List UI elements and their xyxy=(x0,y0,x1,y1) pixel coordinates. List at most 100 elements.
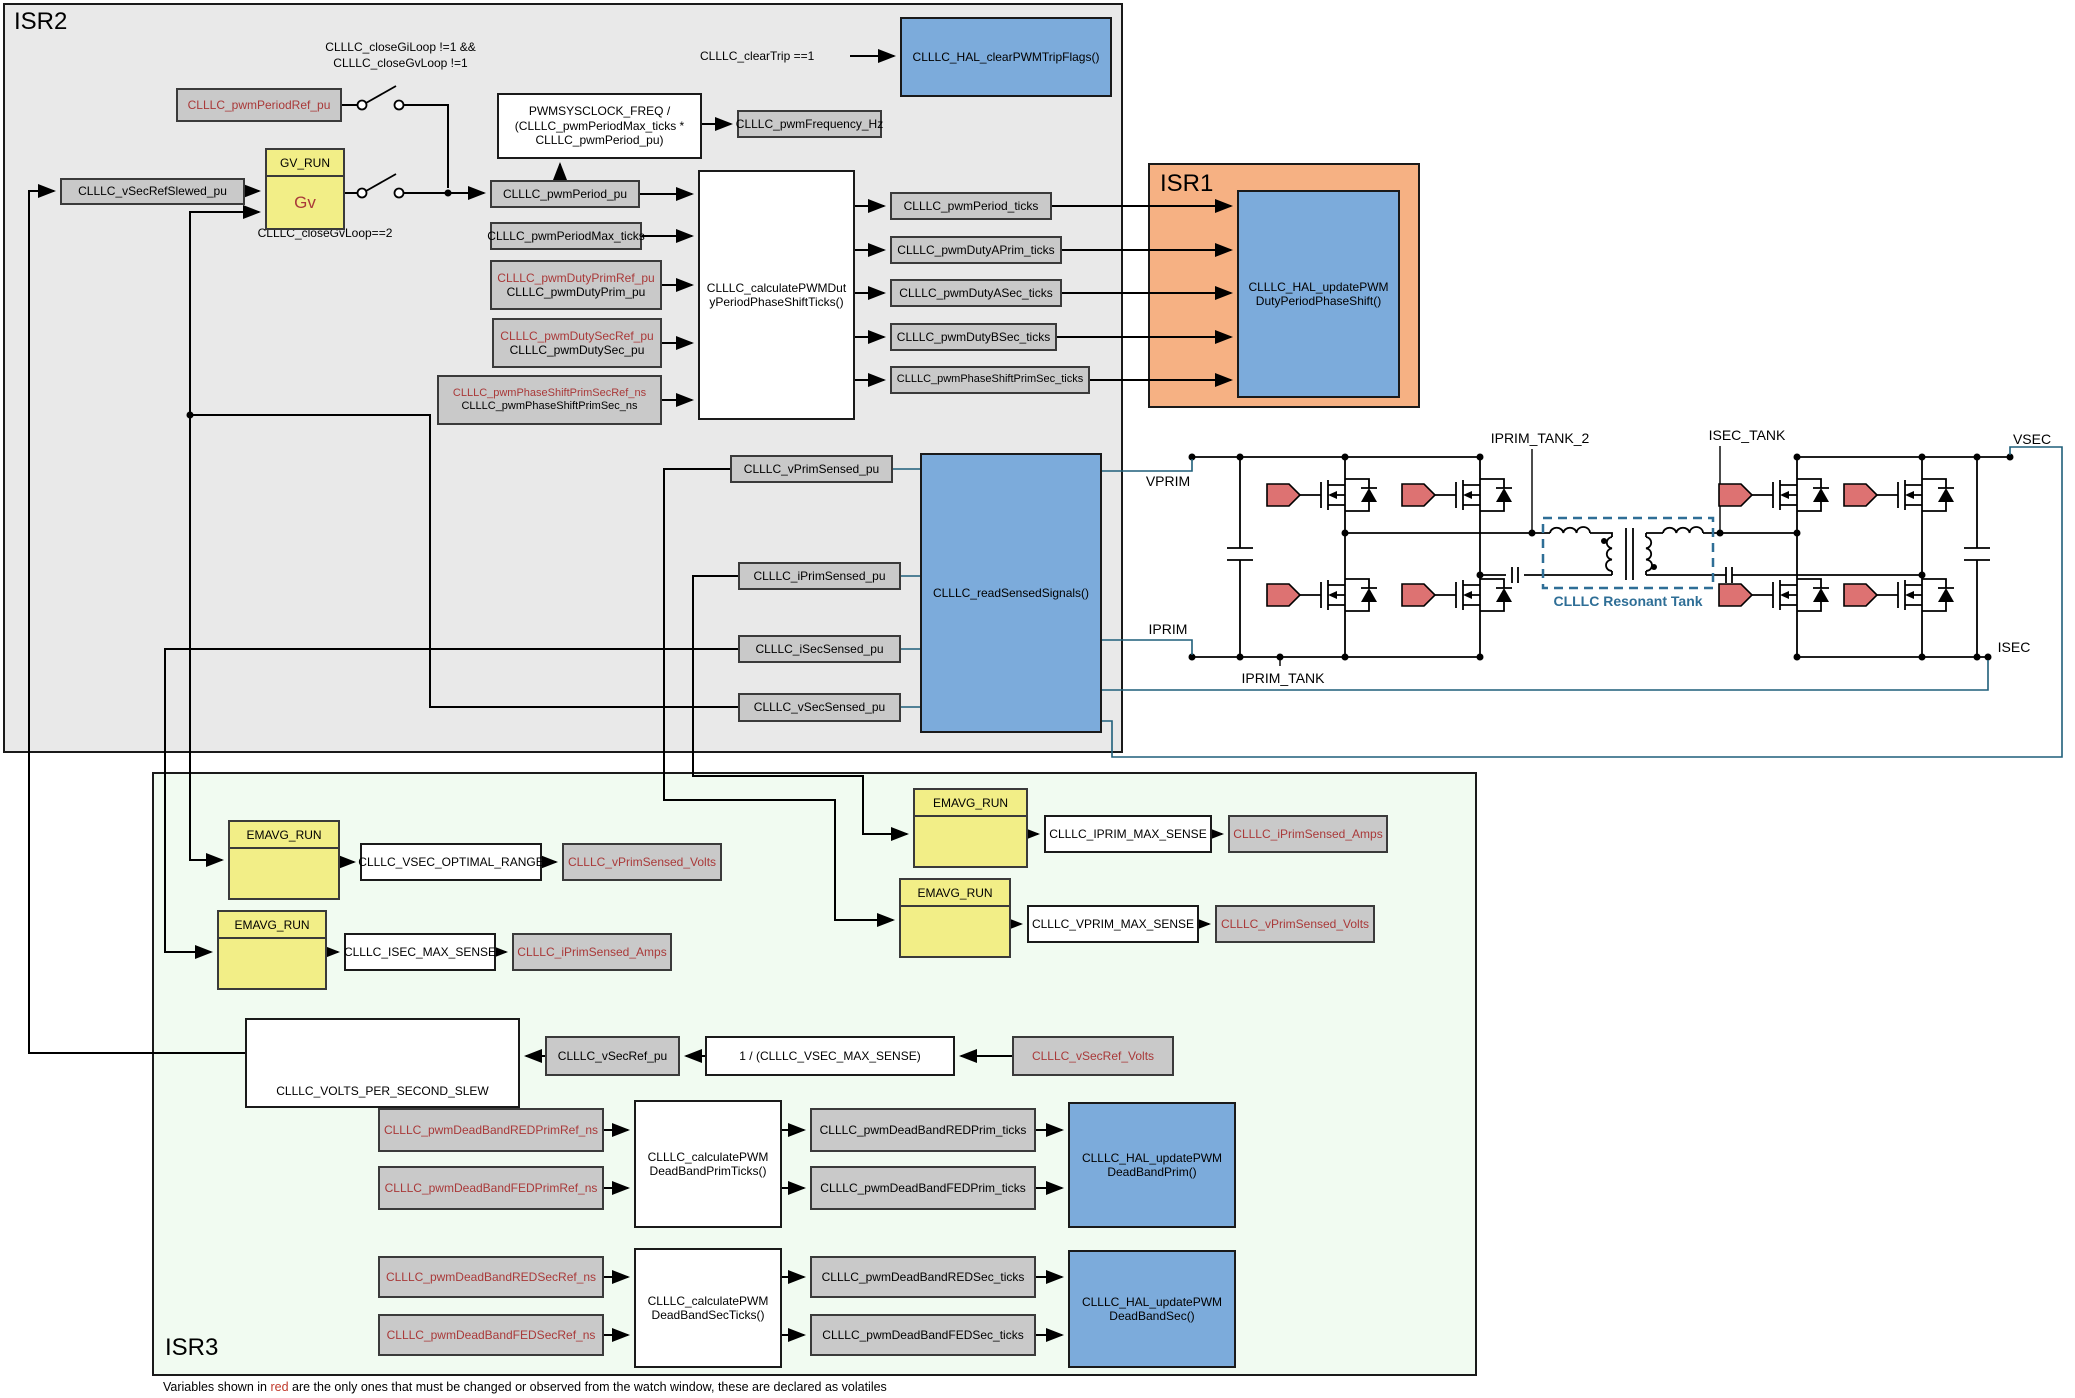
frequency-formula-box: PWMSYSCLOCK_FREQ / (CLLLC_pwmPeriodMax_t… xyxy=(497,93,702,159)
calc-pwm-ticks-fn-box: CLLLC_calculatePWMDut yPeriodPhaseShiftT… xyxy=(698,170,855,420)
footnote-post: are the only ones that must be changed o… xyxy=(288,1380,887,1394)
deadband-fed-prim-ticks-box: CLLLC_pwmDeadBandFEDPrim_ticks xyxy=(810,1166,1036,1210)
deadband-fed-sec-ticks-box: CLLLC_pwmDeadBandFEDSec_ticks xyxy=(810,1314,1036,1356)
duty-b-sec-ticks-box: CLLLC_pwmDutyBSec_ticks xyxy=(890,323,1057,351)
vprim-label: VPRIM xyxy=(1146,473,1190,489)
duty-prim-label: CLLLC_pwmDutyPrim_pu xyxy=(506,285,646,299)
switch1-condition: CLLLC_closeGiLoop !=1 && CLLLC_closeGvLo… xyxy=(288,40,513,71)
footnote-red-word: red xyxy=(270,1380,289,1394)
vsec-ref-volts-box: CLLLC_vSecRef_Volts xyxy=(1012,1036,1174,1076)
calc-deadband-prim-fn-box: CLLLC_calculatePWM DeadBandPrimTicks() xyxy=(634,1100,782,1228)
mosfet-prim-bot-left xyxy=(1266,578,1378,612)
vprim-sensed-volts-box-2: CLLLC_vPrimSensed_Volts xyxy=(1215,905,1375,943)
duty-prim-ref-label: CLLLC_pwmDutyPrimRef_pu xyxy=(497,270,655,285)
switch1-condition-line1: CLLLC_closeGiLoop !=1 && xyxy=(325,40,476,54)
gv-header: GV_RUN xyxy=(267,150,343,177)
hal-update-deadband-prim-box: CLLLC_HAL_updatePWM DeadBandPrim() xyxy=(1068,1102,1236,1228)
deadband-red-prim-ref-box: CLLLC_pwmDeadBandREDPrimRef_ns xyxy=(378,1108,604,1152)
vsec-ref-slewed-box: CLLLC_vSecRefSlewed_pu xyxy=(60,178,245,205)
mosfet-sec-top-right xyxy=(1843,478,1955,512)
calc-deadband-sec-line1: CLLLC_calculatePWM xyxy=(647,1293,769,1308)
duty-sec-ref-label: CLLLC_pwmDutySecRef_pu xyxy=(500,328,654,343)
duty-a-prim-ticks-box: CLLLC_pwmDutyAPrim_ticks xyxy=(890,236,1062,264)
inv-vsec-max-sense-box: 1 / (CLLLC_VSEC_MAX_SENSE) xyxy=(705,1036,955,1076)
tank-title: CLLLC Resonant Tank xyxy=(1553,593,1702,609)
calc-fn-line1: CLLLC_calculatePWMDut xyxy=(706,280,847,295)
pwm-period-max-box: CLLLC_pwmPeriodMax_ticks xyxy=(487,222,645,250)
iprim-label: IPRIM xyxy=(1149,621,1188,637)
calc-deadband-sec-fn-box: CLLLC_calculatePWM DeadBandSecTicks() xyxy=(634,1248,782,1368)
iprim-sensed-amps-box-1: CLLLC_iPrimSensed_Amps xyxy=(512,933,672,971)
deadband-red-sec-ref-box: CLLLC_pwmDeadBandREDSecRef_ns xyxy=(378,1256,604,1298)
vprim-sensed-volts-box-1: CLLLC_vPrimSensed_Volts xyxy=(562,843,722,881)
emavg-vsec-body xyxy=(230,849,338,898)
vsec-optimal-range-box: CLLLC_VSEC_OPTIMAL_RANGE xyxy=(358,843,544,881)
emavg-vprim-header: EMAVG_RUN xyxy=(901,880,1009,907)
deadband-fed-prim-ref-box: CLLLC_pwmDeadBandFEDPrimRef_ns xyxy=(378,1166,604,1210)
phase-shift-ref-label: CLLLC_pwmPhaseShiftPrimSecRef_ns xyxy=(452,386,647,399)
formula-line2: (CLLLC_pwmPeriodMax_ticks * xyxy=(514,118,685,133)
hal-deadband-prim-line1: CLLLC_HAL_updatePWM xyxy=(1081,1150,1223,1165)
emavg-isec-block: EMAVG_RUN xyxy=(217,910,327,990)
mosfet-prim-top-left xyxy=(1266,478,1378,512)
emavg-vprim-body xyxy=(901,907,1009,956)
footnote-pre: Variables shown in xyxy=(163,1380,271,1394)
hal-deadband-prim-line2: DeadBandPrim() xyxy=(1107,1165,1197,1179)
pwm-period-ref-box: CLLLC_pwmPeriodRef_pu xyxy=(176,88,342,122)
duty-sec-box: CLLLC_pwmDutySecRef_pu CLLLC_pwmDutySec_… xyxy=(492,318,662,368)
isec-max-sense-box: CLLLC_ISEC_MAX_SENSE xyxy=(344,933,496,971)
iprim-tank-label: IPRIM_TANK xyxy=(1242,670,1326,686)
phase-shift-box: CLLLC_pwmPhaseShiftPrimSecRef_ns CLLLC_p… xyxy=(437,375,662,425)
iprim-sensed-amps-box-2: CLLLC_iPrimSensed_Amps xyxy=(1228,815,1388,853)
mosfet-sec-top-left xyxy=(1718,478,1830,512)
formula-line3: CLLLC_pwmPeriod_pu) xyxy=(535,133,664,148)
volts-per-second-slew-box: CLLLC_VOLTS_PER_SECOND_SLEW xyxy=(245,1018,520,1108)
emavg-vsec-block: EMAVG_RUN xyxy=(228,820,340,900)
formula-line1: PWMSYSCLOCK_FREQ / xyxy=(528,104,671,119)
iprim-tank-2-label: IPRIM_TANK_2 xyxy=(1491,430,1590,446)
vprim-sensed-box: CLLLC_vPrimSensed_pu xyxy=(730,455,893,483)
emavg-iprim-header: EMAVG_RUN xyxy=(915,790,1026,817)
vsec-sensed-box: CLLLC_vSecSensed_pu xyxy=(738,693,901,722)
footnote: Variables shown in red are the only ones… xyxy=(163,1380,887,1394)
calc-deadband-sec-line2: DeadBandSecTicks() xyxy=(651,1308,765,1322)
vsec-ref-pu-box: CLLLC_vSecRef_pu xyxy=(545,1036,680,1076)
duty-prim-box: CLLLC_pwmDutyPrimRef_pu CLLLC_pwmDutyPri… xyxy=(490,260,662,310)
emavg-iprim-body xyxy=(915,817,1026,866)
vprim-max-sense-box: CLLLC_VPRIM_MAX_SENSE xyxy=(1027,905,1199,943)
mosfet-prim-top-right xyxy=(1401,478,1513,512)
mosfet-sec-bot-left xyxy=(1718,578,1830,612)
mosfet-prim-bot-right xyxy=(1401,578,1513,612)
mosfet-sec-bot-right xyxy=(1843,578,1955,612)
isec-sensed-box: CLLLC_iSecSensed_pu xyxy=(738,635,901,663)
period-ticks-box: CLLLC_pwmPeriod_ticks xyxy=(890,192,1052,220)
emavg-iprim-block: EMAVG_RUN xyxy=(913,788,1028,868)
isec-label: ISEC xyxy=(1998,639,2031,655)
resonant-tank-box xyxy=(1541,516,1715,590)
phase-shift-label: CLLLC_pwmPhaseShiftPrimSec_ns xyxy=(461,400,638,412)
isr2-title: ISR2 xyxy=(14,8,68,35)
read-sensed-signals-fn-box: CLLLC_readSensedSignals() xyxy=(920,453,1102,733)
calc-fn-line2: yPeriodPhaseShiftTicks() xyxy=(709,295,844,309)
isec-tank-label: ISEC_TANK xyxy=(1709,427,1786,443)
emavg-isec-body xyxy=(219,939,325,988)
hal-update-pwm-fn-box: CLLLC_HAL_updatePWM DutyPeriodPhaseShift… xyxy=(1237,190,1400,398)
clear-trip-fn-box: CLLLC_HAL_clearPWMTripFlags() xyxy=(900,17,1112,97)
gv-body: Gv xyxy=(294,192,316,212)
iprim-sensed-box: CLLLC_iPrimSensed_pu xyxy=(738,562,901,590)
phase-shift-ticks-box: CLLLC_pwmPhaseShiftPrimSec_ticks xyxy=(890,366,1090,394)
emavg-isec-header: EMAVG_RUN xyxy=(219,912,325,939)
circuit-labels: VPRIM IPRIM IPRIM_TANK IPRIM_TANK_2 ISEC… xyxy=(1146,427,2051,686)
isr3-title: ISR3 xyxy=(165,1334,219,1361)
isr1-title: ISR1 xyxy=(1160,170,1214,197)
emavg-vsec-header: EMAVG_RUN xyxy=(230,822,338,849)
duty-a-sec-ticks-box: CLLLC_pwmDutyASec_ticks xyxy=(890,279,1062,307)
calc-deadband-prim-line1: CLLLC_calculatePWM xyxy=(647,1149,769,1164)
switch1-condition-line2: CLLLC_closeGvLoop !=1 xyxy=(333,55,468,70)
hal-update-line1: CLLLC_HAL_updatePWM xyxy=(1248,279,1389,294)
hal-deadband-sec-line1: CLLLC_HAL_updatePWM xyxy=(1081,1294,1223,1309)
deadband-red-prim-ticks-box: CLLLC_pwmDeadBandREDPrim_ticks xyxy=(810,1108,1036,1152)
deadband-red-sec-ticks-box: CLLLC_pwmDeadBandREDSec_ticks xyxy=(810,1256,1036,1298)
iprim-max-sense-box: CLLLC_IPRIM_MAX_SENSE xyxy=(1044,815,1212,853)
